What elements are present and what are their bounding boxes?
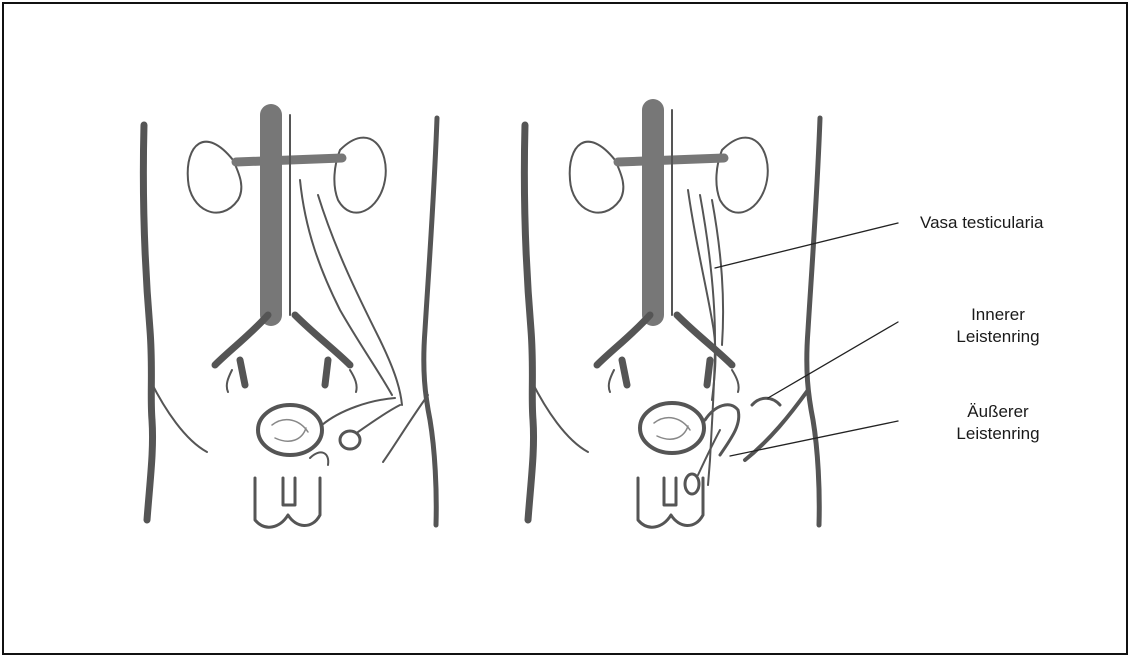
left-testis	[340, 431, 360, 449]
left-bladder	[258, 405, 322, 455]
right-bladder	[640, 403, 704, 453]
label-vasa-testicularia: Vasa testicularia	[920, 212, 1043, 234]
label-outer-inguinal-ring: Äußerer Leistenring	[948, 401, 1048, 445]
left-body-outline-left	[143, 125, 152, 520]
leader-vasa-testicularia	[715, 223, 898, 268]
label-outer-ring-line1: Äußerer	[948, 401, 1048, 423]
left-scrotum	[255, 478, 320, 527]
left-kidney-right	[188, 142, 242, 213]
right-testis	[685, 474, 699, 494]
left-body-contour-right	[383, 395, 428, 462]
left-small-curl	[310, 452, 328, 465]
right-inner-ring	[752, 398, 780, 405]
left-figure	[143, 115, 437, 527]
right-figure	[524, 110, 820, 527]
label-inner-ring-line1: Innerer	[948, 304, 1048, 326]
right-body-outline-left	[524, 125, 533, 520]
left-iliac-left	[215, 315, 268, 385]
left-spermatic-cord	[322, 398, 400, 432]
right-kidney-left	[716, 138, 767, 213]
left-body-contour-left	[150, 380, 207, 452]
leader-inner-ring	[768, 322, 898, 398]
right-body-contour-left	[531, 380, 588, 452]
left-iliac-right	[295, 315, 350, 385]
label-inner-ring-line2: Leistenring	[948, 326, 1048, 348]
right-penis	[664, 478, 676, 505]
right-bladder-shading	[654, 418, 690, 440]
label-outer-ring-line2: Leistenring	[948, 423, 1048, 445]
right-testicular-vessel-2	[712, 200, 723, 345]
left-testicular-vessel	[318, 195, 402, 405]
right-kidney-right	[570, 142, 624, 213]
right-scrotum	[638, 478, 703, 527]
label-inner-inguinal-ring: Innerer Leistenring	[948, 304, 1048, 348]
right-body-outline-right	[807, 118, 820, 525]
left-body-outline-right	[424, 118, 437, 525]
right-iliac-left	[597, 315, 650, 385]
left-kidney-left	[334, 138, 385, 213]
left-penis	[283, 478, 295, 505]
left-bladder-shading	[272, 420, 308, 442]
